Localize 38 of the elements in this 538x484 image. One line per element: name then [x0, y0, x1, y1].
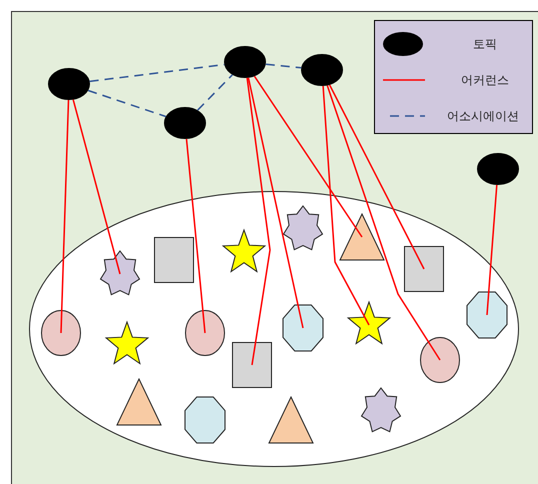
dashed-association-line: [90, 64, 224, 82]
seven-point-star-shape: [100, 251, 140, 297]
square-shape: [232, 342, 272, 388]
square-shape: [154, 237, 194, 283]
topic-ellipse: [477, 153, 519, 185]
occurrence-line: [254, 76, 363, 238]
occurrence-line: [186, 138, 206, 334]
octagon-shape: [467, 292, 507, 338]
topic-ellipse: [301, 54, 343, 86]
occurrence-line: [326, 85, 441, 360]
seven-point-star-shape: [283, 206, 323, 252]
octagon-shape: [185, 397, 225, 443]
dashed-association-line: [266, 63, 302, 69]
occurrence-line: [248, 78, 304, 328]
ellipse-shape: [185, 310, 225, 356]
legend-label: 토픽: [473, 36, 497, 53]
occurrence-line: [486, 184, 498, 316]
occurrence-line: [60, 100, 70, 334]
occurrence-line: [72, 100, 121, 274]
ellipse-shape: [420, 337, 460, 383]
legend-label: 어소시에이션: [447, 108, 519, 125]
triangle-shape: [340, 214, 384, 260]
topic-ellipse: [164, 107, 206, 139]
ellipse-shape: [41, 310, 81, 356]
occurrence-line: [246, 78, 271, 366]
triangle-shape: [269, 397, 313, 443]
occurrence-line: [322, 86, 370, 326]
dashed-association-line: [88, 90, 166, 118]
occurrence-line: [328, 84, 425, 270]
seven-point-star-shape: [361, 388, 401, 434]
octagon-shape: [283, 305, 323, 351]
topic-ellipse: [224, 46, 266, 78]
collection-ellipse: [29, 191, 519, 467]
dashed-association-line: [197, 74, 233, 111]
triangle-shape: [117, 379, 161, 425]
legend-label: 어커런스: [461, 72, 509, 89]
topic-ellipse: [48, 68, 90, 100]
square-shape: [404, 246, 444, 292]
